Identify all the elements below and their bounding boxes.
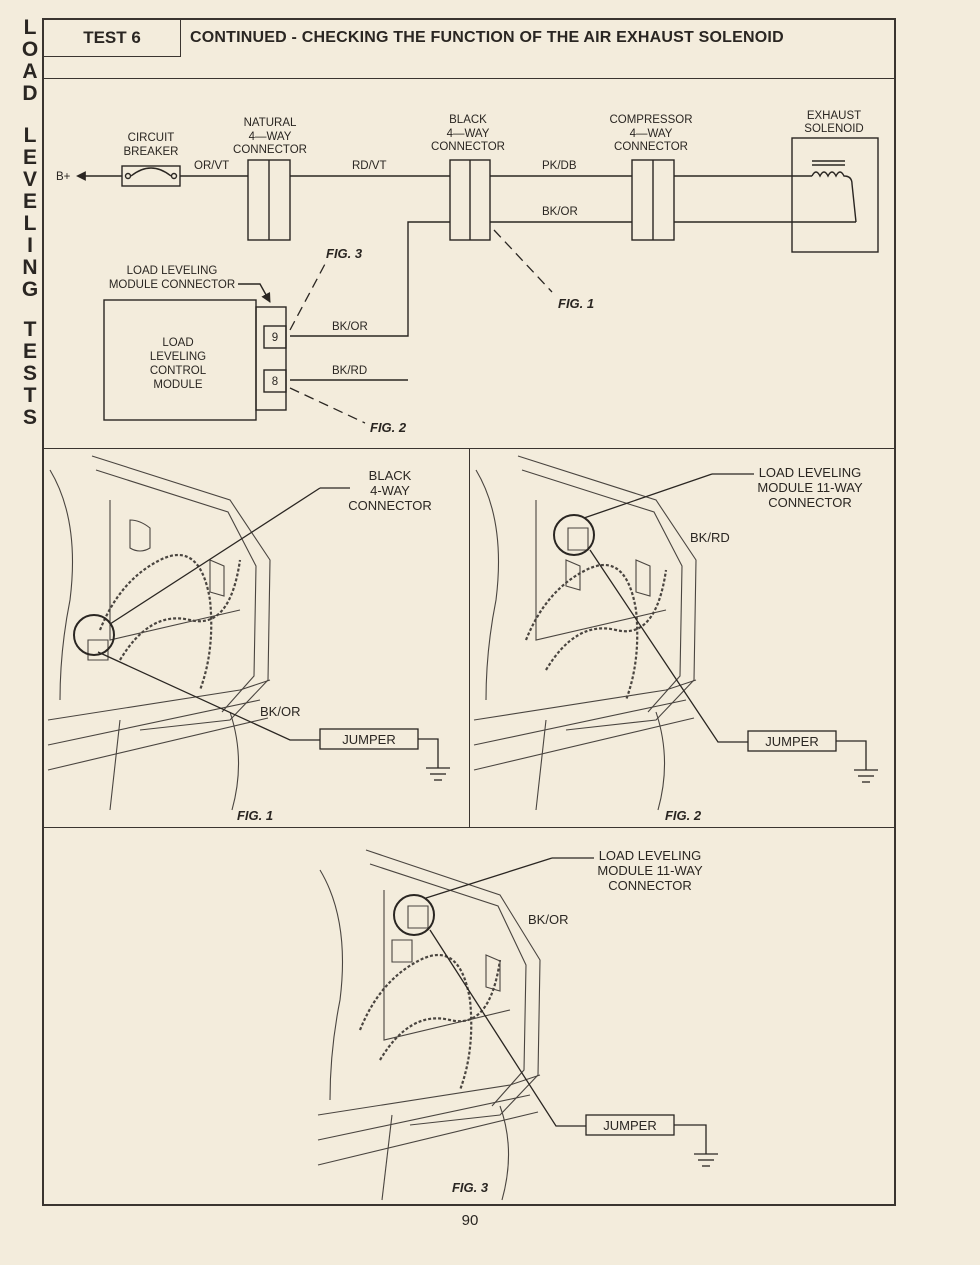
natural-connector-label: NATURAL	[244, 117, 297, 129]
page-frame	[42, 18, 896, 1206]
section-divider	[44, 448, 894, 449]
black-connector-label: BLACK	[449, 114, 487, 126]
control-module-label: LOAD	[162, 337, 193, 349]
fig2-callout-label: CONNECTOR	[768, 495, 852, 510]
fig3-caption: FIG. 3	[452, 1180, 489, 1195]
control-module-label: LEVELING	[150, 351, 206, 363]
fig2-jumper-label: JUMPER	[765, 734, 818, 749]
bk-or-wire-module	[290, 221, 450, 337]
side-letter: S	[22, 362, 37, 385]
fig3-callout-label: CONNECTOR	[608, 878, 692, 893]
side-letter: N	[22, 256, 38, 279]
figure-divider	[469, 449, 470, 827]
module-connector-label: MODULE CONNECTOR	[109, 279, 235, 291]
wiring-harness	[358, 954, 473, 1091]
wiring-harness	[524, 564, 639, 701]
exhaust-solenoid-label: SOLENOID	[804, 123, 863, 135]
side-letter: E	[22, 340, 37, 363]
side-letter: S	[22, 406, 37, 429]
fig1-illustration	[47, 455, 271, 811]
wire-label-rd-vt: RD/VT	[352, 160, 387, 172]
fig3-wire-label: BK/OR	[528, 912, 568, 927]
side-letter: T	[23, 384, 37, 407]
wire-label-bk-or: BK/OR	[542, 206, 578, 218]
wire-label-pk-db: PK/DB	[542, 160, 577, 172]
fig3-callout-label: MODULE 11-WAY	[597, 863, 703, 878]
fig1-reference: FIG. 1	[558, 296, 594, 311]
pin-8-label: 8	[272, 376, 278, 388]
side-letter: A	[22, 60, 38, 83]
side-letter: E	[22, 190, 37, 213]
solenoid-coil	[811, 171, 857, 223]
fig1-callout-label: BLACK	[369, 468, 412, 483]
exhaust-solenoid-symbol	[791, 137, 879, 253]
module-connector-label: LOAD LEVELING	[127, 265, 218, 277]
exhaust-solenoid-label: EXHAUST	[807, 110, 861, 122]
fig2-illustration	[473, 455, 697, 811]
fig2-connector-circle	[553, 514, 595, 556]
fig3-connector-circle	[393, 894, 435, 936]
natural-connector-label: 4—WAY	[249, 131, 292, 143]
section-divider	[44, 827, 894, 828]
page-title: CONTINUED - CHECKING THE FUNCTION OF THE…	[190, 29, 784, 46]
fig3-reference: FIG. 3	[326, 246, 363, 261]
black-connector-label: 4—WAY	[447, 128, 490, 140]
fig3-callout-label: LOAD LEVELING	[599, 848, 702, 863]
wire-label-or-vt: OR/VT	[194, 160, 229, 172]
side-letter: L	[23, 212, 37, 235]
fig2-pointer	[289, 387, 366, 424]
control-module-label: MODULE	[153, 379, 203, 391]
fig3-illustration	[317, 849, 541, 1201]
compressor-connector-label: 4—WAY	[630, 128, 673, 140]
fig1-pointer	[493, 229, 553, 293]
fig3-jumper-label: JUMPER	[603, 1118, 656, 1133]
side-letter: L	[23, 16, 37, 39]
header-divider	[44, 78, 894, 79]
fig1-wire-label: BK/OR	[260, 704, 300, 719]
pin-9-label: 9	[272, 332, 278, 344]
side-letter: E	[22, 146, 37, 169]
side-letter: G	[21, 278, 39, 301]
wire-label-bk-rd: BK/RD	[332, 365, 367, 377]
fig2-wire-label: BK/RD	[690, 530, 730, 545]
side-letter: O	[21, 38, 39, 61]
compressor-connector-label: COMPRESSOR	[609, 114, 692, 126]
compressor-connector-label: CONNECTOR	[614, 141, 688, 153]
black-connector-label: CONNECTOR	[431, 141, 505, 153]
fig2-callout-label: MODULE 11-WAY	[757, 480, 863, 495]
fig2-reference: FIG. 2	[370, 420, 407, 435]
side-letter: V	[22, 168, 37, 191]
wire-label-bk-or: BK/OR	[332, 321, 368, 333]
natural-connector-label: CONNECTOR	[233, 144, 307, 156]
wiring-harness	[98, 554, 213, 691]
side-letter: L	[23, 124, 37, 147]
fig2-callout-label: LOAD LEVELING	[759, 465, 862, 480]
module-connector-symbol	[255, 306, 287, 411]
test-number: TEST 6	[44, 20, 181, 57]
side-letter: T	[23, 318, 37, 341]
circuit-breaker-label: CIRCUIT	[128, 132, 175, 144]
fig1-jumper-label: JUMPER	[342, 732, 395, 747]
fig2-caption: FIG. 2	[665, 808, 702, 823]
page-number: 90	[461, 1212, 479, 1229]
circuit-breaker-label: BREAKER	[124, 146, 179, 158]
side-letter: D	[22, 82, 38, 105]
control-module-label: CONTROL	[150, 365, 207, 377]
wiring-diagram	[76, 137, 879, 421]
fig3-pointer	[289, 263, 326, 331]
battery-label: B+	[56, 171, 71, 183]
fig1-caption: FIG. 1	[237, 808, 273, 823]
side-letter: I	[27, 234, 33, 257]
fig1-callout-label: CONNECTOR	[348, 498, 432, 513]
fig1-connector-circle	[73, 614, 115, 656]
fig1-callout-label: 4-WAY	[370, 483, 410, 498]
